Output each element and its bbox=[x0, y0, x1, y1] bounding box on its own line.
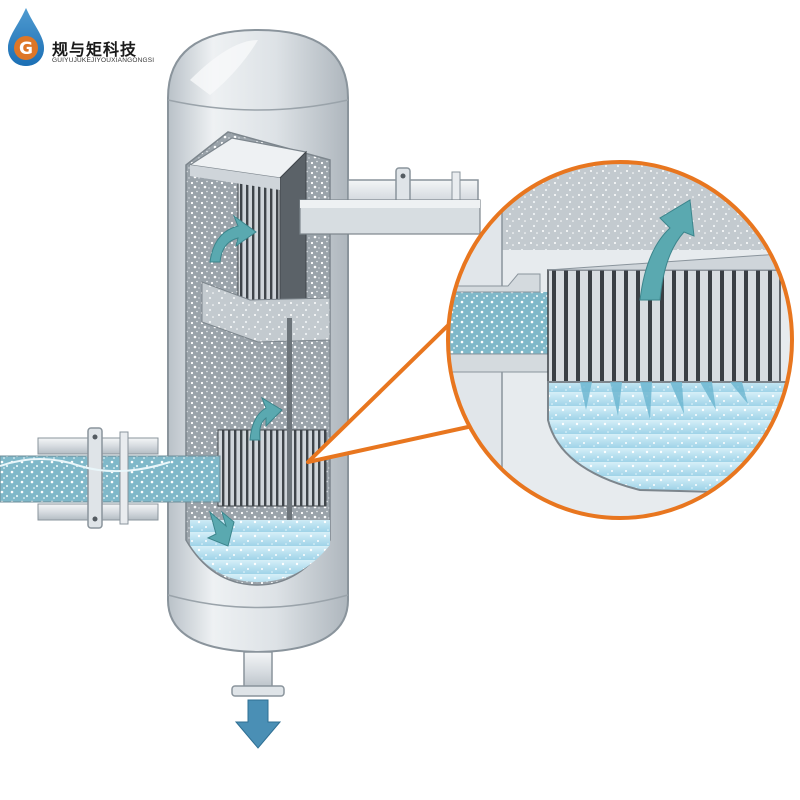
company-subtitle: GUIYUJUKEJIYOUXIANGONGSI bbox=[52, 57, 155, 64]
drain-arrow-icon bbox=[234, 699, 282, 749]
flow-arrow-icon bbox=[206, 510, 235, 547]
gas-outlet-pipe bbox=[299, 167, 481, 235]
drain-downcomer bbox=[287, 318, 292, 568]
callout-ring bbox=[446, 160, 794, 520]
upper-demister bbox=[188, 137, 308, 319]
liquid-trough bbox=[547, 381, 792, 496]
liquid-drain bbox=[231, 651, 285, 749]
feed-inlet-pipe bbox=[0, 427, 221, 529]
company-name: 规与矩科技 bbox=[52, 40, 138, 59]
flow-arrow-icon bbox=[639, 199, 695, 301]
inlet-vane-pack bbox=[217, 429, 327, 507]
detail-callout bbox=[306, 160, 794, 520]
company-logo: G 规与矩科技 GUIYUJUKEJIYOUXIANGONGSI bbox=[4, 6, 204, 70]
logo-letter: G bbox=[19, 39, 33, 59]
flow-arrow-icon bbox=[249, 396, 283, 441]
water-drop-icon: G bbox=[8, 8, 44, 66]
collector-tray bbox=[201, 281, 331, 343]
vessel bbox=[167, 28, 349, 654]
flow-arrow-icon bbox=[209, 214, 257, 263]
